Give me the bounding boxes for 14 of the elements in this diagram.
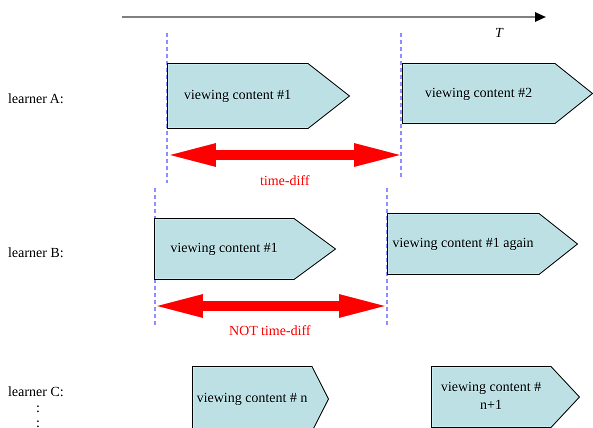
- row-label: learner A:: [8, 92, 64, 108]
- activity-label: viewing content #2: [424, 84, 532, 102]
- activity-label: viewing content # n: [196, 390, 308, 408]
- continuation-mark: :: [36, 416, 40, 428]
- continuation-mark: :: [36, 401, 40, 417]
- row-label: learner B:: [8, 246, 64, 262]
- row-label: learner C:: [8, 385, 64, 401]
- measure-label: time-diff: [260, 174, 310, 190]
- measure-label: NOT time-diff: [229, 324, 311, 340]
- activity-label: viewing content # n+1: [440, 379, 542, 415]
- activity-label: viewing content #1: [184, 87, 292, 105]
- activity-label: viewing content #1 again: [392, 235, 534, 253]
- axis-label: T: [495, 26, 503, 42]
- activity-label: viewing content #1: [170, 240, 278, 258]
